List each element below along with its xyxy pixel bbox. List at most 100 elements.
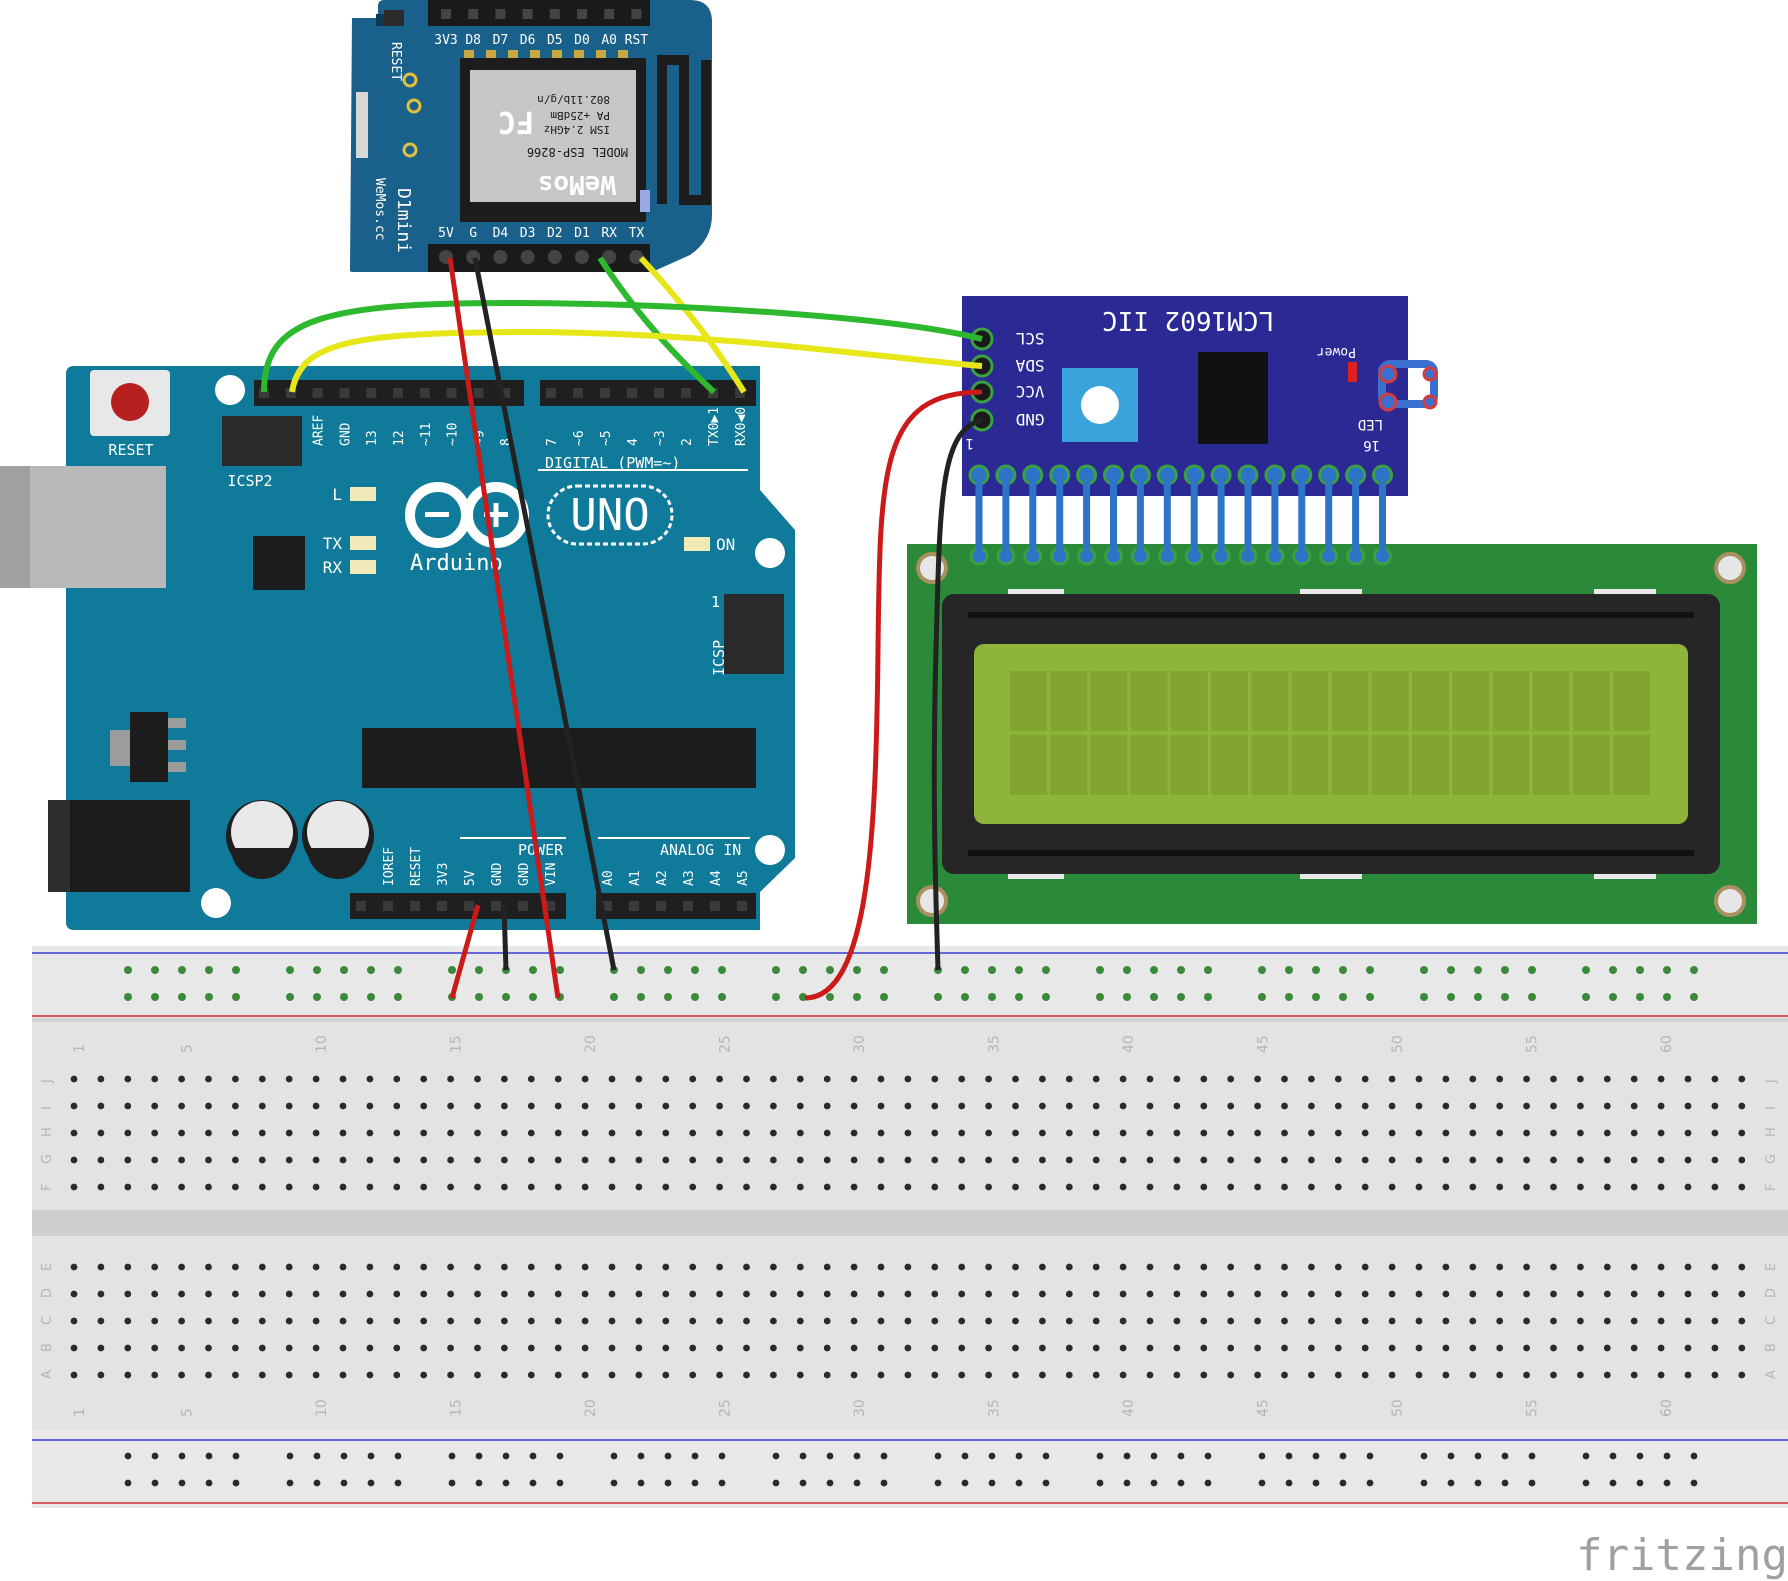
rail-hole bbox=[961, 1479, 969, 1487]
breadboard-hole bbox=[420, 1371, 428, 1379]
mount-hole bbox=[201, 888, 231, 918]
breadboard-hole bbox=[743, 1371, 750, 1379]
uno-pin-label: RX0◀0 bbox=[734, 407, 749, 446]
row-letter: A bbox=[40, 1370, 55, 1379]
breadboard-hole bbox=[581, 1344, 589, 1352]
regulator bbox=[130, 712, 168, 782]
potentiometer-knob[interactable] bbox=[1081, 386, 1119, 424]
breadboard-hole bbox=[1442, 1344, 1450, 1352]
breadboard-hole bbox=[1415, 1129, 1423, 1137]
breadboard-hole bbox=[1065, 1290, 1073, 1298]
breadboard-hole bbox=[662, 1317, 670, 1325]
lcd-char-cell bbox=[1613, 735, 1650, 795]
wemos-pin bbox=[602, 250, 617, 264]
header-pin bbox=[393, 388, 403, 398]
breadboard-hole bbox=[312, 1317, 320, 1325]
breadboard-hole bbox=[178, 1129, 186, 1137]
breadboard-hole bbox=[958, 1183, 966, 1191]
uno-header-pins bbox=[259, 388, 747, 911]
uno-pin-label: AREF bbox=[312, 415, 327, 446]
breadboard-hole bbox=[850, 1290, 858, 1298]
breadboard-hole bbox=[1442, 1129, 1450, 1137]
breadboard-hole bbox=[205, 1156, 212, 1164]
breadboard-hole bbox=[393, 1263, 401, 1271]
breadboard-hole bbox=[850, 1371, 858, 1379]
rail-hole bbox=[124, 1452, 132, 1460]
breadboard-hole bbox=[1684, 1075, 1692, 1083]
reset-button[interactable] bbox=[111, 383, 149, 421]
wemos-top-pin-label: A0 bbox=[601, 33, 617, 48]
breadboard-hole bbox=[366, 1102, 374, 1110]
rail-hole bbox=[1420, 993, 1428, 1001]
wires bbox=[261, 255, 1386, 1001]
breadboard-hole bbox=[339, 1129, 347, 1137]
breadboard-hole bbox=[151, 1075, 159, 1083]
capacitor bbox=[226, 800, 298, 879]
breadboard-hole bbox=[1146, 1344, 1154, 1352]
rail-hole bbox=[448, 1479, 456, 1487]
breadboard-hole bbox=[1657, 1075, 1665, 1083]
breadboard-hole bbox=[1065, 1129, 1073, 1137]
analog-label: ANALOG IN bbox=[660, 841, 741, 859]
icsp-pin1: 1 bbox=[711, 593, 720, 611]
rail-hole bbox=[610, 1479, 618, 1487]
breadboard-hole bbox=[97, 1263, 105, 1271]
lcd-char-cell bbox=[1452, 735, 1490, 795]
mount-hole bbox=[215, 375, 245, 405]
breadboard-hole bbox=[823, 1183, 831, 1191]
breadboard-hole bbox=[850, 1317, 858, 1325]
breadboard-hole bbox=[877, 1263, 885, 1271]
breadboard-hole bbox=[931, 1183, 939, 1191]
breadboard-hole bbox=[312, 1371, 320, 1379]
breadboard-hole bbox=[1496, 1317, 1504, 1325]
breadboard-hole bbox=[527, 1344, 535, 1352]
breadboard-hole bbox=[662, 1371, 670, 1379]
rail-hole bbox=[1501, 966, 1509, 974]
breadboard-hole bbox=[1308, 1075, 1315, 1083]
breadboard-hole bbox=[1200, 1183, 1208, 1191]
breadboard-hole bbox=[1334, 1156, 1342, 1164]
breadboard-hole bbox=[1630, 1263, 1638, 1271]
jumper-pin bbox=[1378, 364, 1398, 384]
breadboard-hole bbox=[1146, 1156, 1154, 1164]
rail-hole bbox=[475, 966, 483, 974]
rail-hole bbox=[1312, 1479, 1320, 1487]
breadboard-hole bbox=[1603, 1129, 1611, 1137]
rail-hole bbox=[286, 1479, 294, 1487]
lcd-char-cell bbox=[1371, 735, 1409, 795]
breadboard-hole bbox=[1630, 1075, 1638, 1083]
breadboard-hole bbox=[124, 1102, 132, 1110]
breadboard-hole bbox=[608, 1290, 616, 1298]
breadboard-hole bbox=[1684, 1263, 1692, 1271]
breadboard-hole bbox=[1469, 1156, 1477, 1164]
breadboard-hole bbox=[743, 1183, 750, 1191]
header-pin bbox=[656, 901, 666, 911]
breadboard-hole bbox=[339, 1075, 347, 1083]
breadboard-hole bbox=[635, 1317, 643, 1325]
rail-hole bbox=[1582, 1479, 1590, 1487]
breadboard-hole bbox=[1039, 1102, 1046, 1110]
wemos-reset-button[interactable] bbox=[384, 10, 404, 26]
breadboard-hole bbox=[823, 1290, 831, 1298]
breadboard-hole bbox=[1119, 1317, 1127, 1325]
breadboard-hole bbox=[877, 1290, 885, 1298]
lcd-1602 bbox=[907, 544, 1757, 924]
breadboard-hole bbox=[1684, 1102, 1692, 1110]
rail-hole bbox=[394, 1452, 402, 1460]
breadboard-hole bbox=[124, 1263, 132, 1271]
breadboard-hole bbox=[1630, 1344, 1638, 1352]
wemos-header-top bbox=[428, 0, 650, 26]
uno-analog-label: A5 bbox=[736, 870, 751, 886]
breadboard-hole bbox=[1254, 1156, 1261, 1164]
breadboard-hole bbox=[1711, 1344, 1719, 1352]
module-pad bbox=[618, 50, 628, 58]
lcd-char-cell bbox=[1130, 735, 1168, 795]
breadboard-hole bbox=[1496, 1102, 1504, 1110]
led-jumper[interactable] bbox=[1378, 360, 1438, 408]
breadboard-hole bbox=[232, 1102, 239, 1110]
breadboard-hole bbox=[151, 1129, 159, 1137]
breadboard-hole bbox=[447, 1344, 454, 1352]
breadboard-hole bbox=[635, 1183, 643, 1191]
breadboard-hole bbox=[581, 1290, 589, 1298]
breadboard-hole bbox=[796, 1129, 804, 1137]
